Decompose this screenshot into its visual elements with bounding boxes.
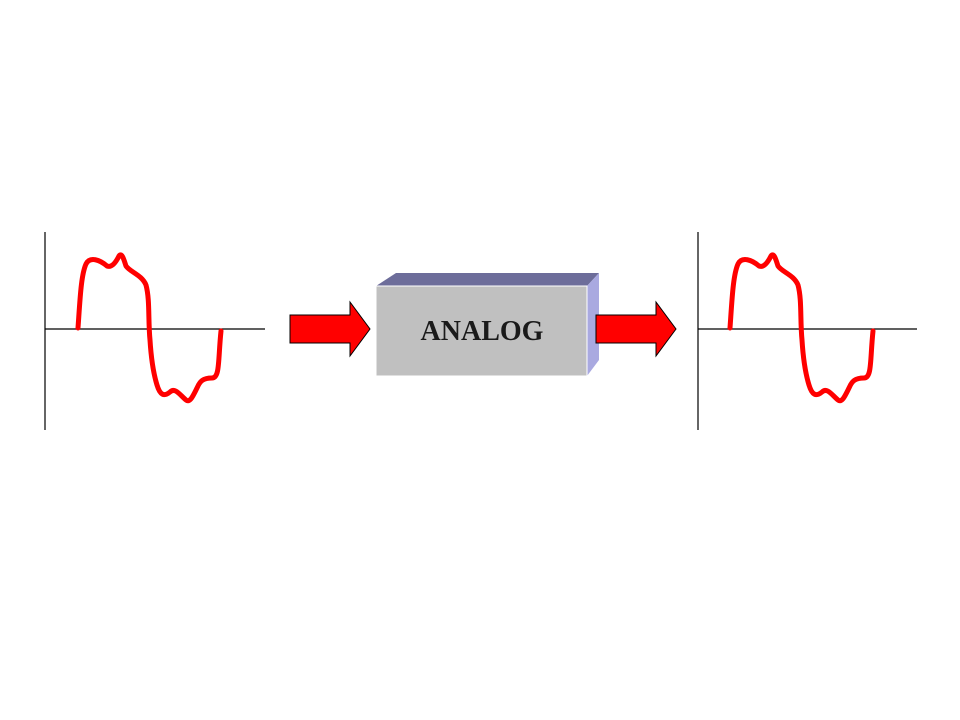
- box-label: ANALOG: [421, 316, 544, 347]
- input-waveform: [75, 252, 224, 404]
- input-arrow: [289, 300, 371, 358]
- box-front-face: [375, 285, 588, 377]
- box-side-face: [587, 273, 599, 376]
- analog-box: ANALOG: [375, 273, 599, 377]
- output-arrow: [595, 300, 677, 358]
- output-waveform: [727, 252, 876, 404]
- box-top-face: [376, 273, 599, 286]
- input-signal-plot: [44, 232, 265, 430]
- output-signal-plot: [697, 232, 917, 430]
